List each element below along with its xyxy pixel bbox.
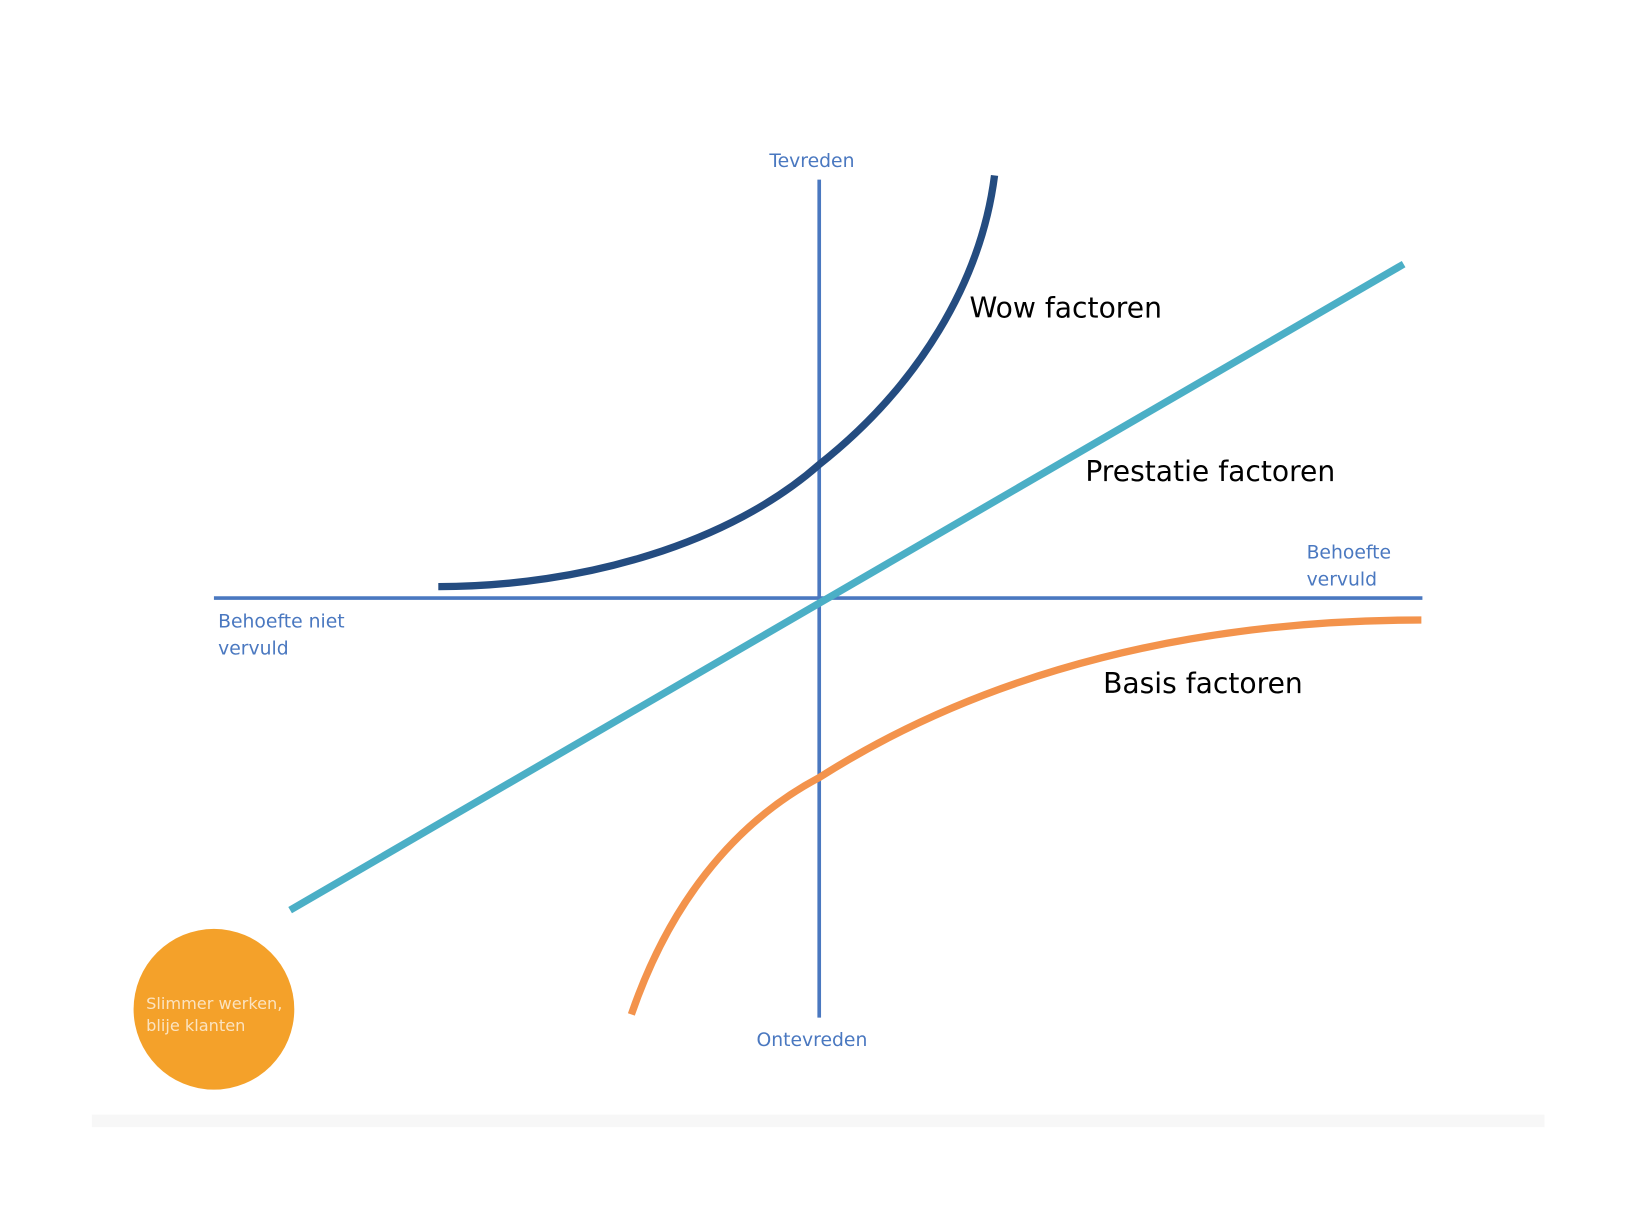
axis-bottom-label: Ontevreden	[756, 1030, 867, 1051]
axis-right-label-1: Behoefte	[1307, 542, 1392, 563]
axis-left-label-2: vervuld	[218, 638, 288, 659]
logo-text-2: blije klanten	[146, 1016, 245, 1035]
logo: Slimmer werken, blije klanten	[133, 928, 295, 1090]
prestatie-label: Prestatie factoren	[1085, 455, 1335, 488]
basis-curve	[627, 616, 1422, 1016]
wow-curve	[438, 174, 999, 591]
wow-label: Wow factoren	[969, 291, 1161, 324]
axis-top-label: Tevreden	[768, 151, 854, 172]
prestatie-line	[288, 260, 1406, 914]
basis-label: Basis factoren	[1103, 667, 1303, 700]
bottom-shadow-band	[91, 1114, 1545, 1128]
axis-left-label-1: Behoefte niet	[218, 611, 344, 632]
logo-text-1: Slimmer werken,	[146, 994, 282, 1013]
logo-circle	[133, 928, 295, 1090]
axis-right-label-2: vervuld	[1307, 570, 1378, 591]
